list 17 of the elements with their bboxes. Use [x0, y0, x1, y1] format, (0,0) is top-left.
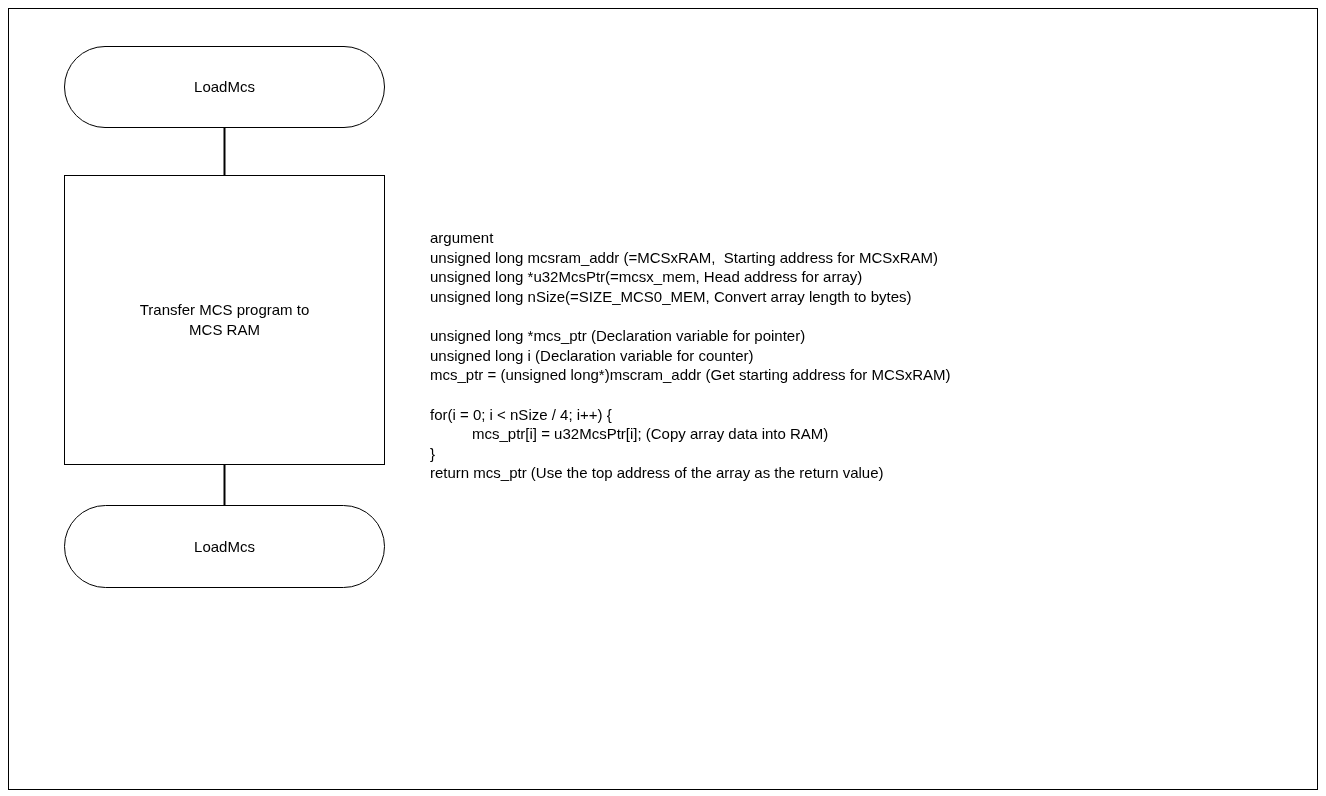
node-label: LoadMcs: [193, 77, 256, 97]
code-line: unsigned long i (Declaration variable for counter): [430, 345, 754, 365]
node-label: LoadMcs: [193, 536, 256, 557]
code-line: return mcs_ptr (Use the top address of the array as the return value): [430, 463, 884, 482]
connector-line: [223, 464, 226, 506]
code-line: for(i = 0; i < nSize / 4; i++) {: [430, 404, 612, 424]
code-line: mcs_ptr[i] = u32McsPtr[i]; (Copy array data into RAM): [472, 424, 829, 443]
process-box: [64, 175, 385, 465]
code-line: unsigned long nSize(=SIZE_MCS0_MEM, Convert array length to bytes): [430, 286, 912, 306]
node-label: Transfer MCS program to MCS RAM: [139, 300, 310, 340]
code-line: unsigned long mcsram_addr (=MCSxRAM, Starting address for MCSxRAM): [430, 247, 939, 267]
code-line: unsigned long *u32McsPtr(=mcsx_mem, Head address for array): [430, 267, 863, 286]
code-line: mcs_ptr = (unsigned long*)mscram_addr (Get starting address for MCSxRAM): [430, 365, 951, 384]
code-line: unsigned long *mcs_ptr (Declaration variable for pointer): [430, 326, 806, 345]
code-line: argument: [430, 228, 494, 247]
code-line: }: [430, 443, 435, 463]
connector-line: [223, 127, 226, 176]
